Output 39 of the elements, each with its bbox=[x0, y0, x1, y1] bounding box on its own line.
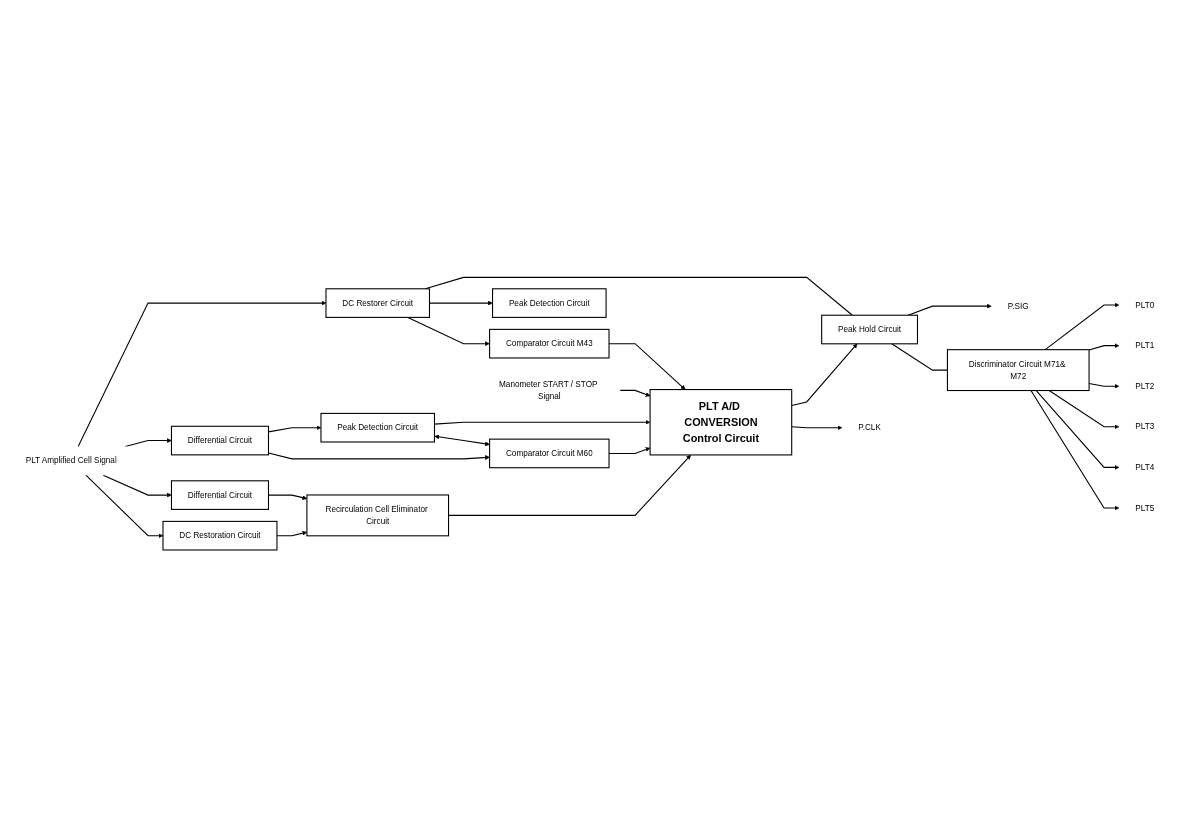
node-text: PLT0 bbox=[1135, 300, 1155, 310]
arrow bbox=[619, 390, 651, 397]
arrow bbox=[907, 304, 992, 317]
node-text: P.CLK bbox=[858, 422, 881, 433]
node-box bbox=[162, 521, 278, 551]
node-box bbox=[170, 480, 270, 511]
node-box bbox=[170, 426, 270, 456]
node-text: P.SIG bbox=[1007, 301, 1029, 311]
arrow bbox=[102, 474, 172, 498]
connector bbox=[891, 343, 948, 371]
arrow bbox=[791, 343, 858, 407]
node-text: PLT3 bbox=[1135, 422, 1155, 432]
connector bbox=[424, 277, 853, 317]
node-box bbox=[946, 349, 1090, 392]
node-box bbox=[489, 329, 610, 359]
node-text: Manometer START / STOP Signal bbox=[499, 379, 598, 402]
node-text: PLT1 bbox=[1135, 340, 1155, 351]
arrow bbox=[1048, 390, 1120, 430]
node-text: PLT5 bbox=[1135, 503, 1155, 513]
arrow bbox=[1035, 390, 1120, 471]
node-text: PLT2 bbox=[1135, 381, 1155, 391]
arrow bbox=[1030, 390, 1120, 511]
node-box bbox=[492, 288, 607, 319]
node-text: PLT Amplified Cell Signal bbox=[25, 456, 117, 466]
node-box bbox=[649, 389, 793, 456]
arrow bbox=[407, 317, 490, 347]
arrow bbox=[434, 434, 490, 447]
node-text: PLT4 bbox=[1135, 462, 1155, 472]
arrow bbox=[448, 455, 691, 517]
node-box bbox=[821, 315, 919, 345]
node-box bbox=[306, 494, 450, 537]
node-box bbox=[489, 438, 610, 469]
arrow bbox=[1044, 303, 1120, 351]
arrow bbox=[791, 425, 843, 431]
block-diagram: PLT Amplified Cell Signal DC Restorer Circuit Peak Hold Circuit P.SIG Discriminator Circuit M71& M72 PLT0 PLT1 PLT2 PLT3 PLT4 PLT5 Peak Detection Circuit Comparator Circuit M43 Differential Circuit Peak Detection Circuit Comparator Circuit M60 PLT A/D CONVERSION Control Circuit P.CLK Differential Circuit Recirculation Cell Eliminator Circuit DC Restoration Circuit Manometer START / STOP Signal bbox=[5, 273, 1175, 555]
node-box bbox=[325, 288, 431, 319]
arrow bbox=[1088, 343, 1120, 351]
node-box bbox=[320, 413, 436, 443]
arrow bbox=[124, 438, 172, 448]
